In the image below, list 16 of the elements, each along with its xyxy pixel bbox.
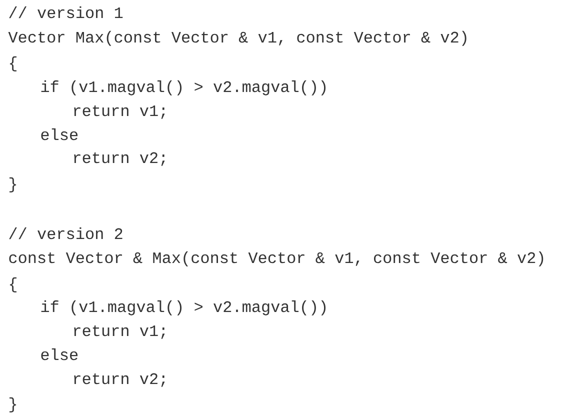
code-line: else [41,128,78,140]
code-line: if (v1.magval() > v2.magval()) [41,300,326,316]
code-line: return v2; [74,152,165,166]
code-line: return v2; [74,373,165,387]
code-line: } [10,177,16,192]
code-line: const Vector & Max(const Vector & v1, const Vector & v2) [9,251,544,266]
code-line: { [10,277,16,292]
code-line: return v1; [74,105,165,119]
code-comment: // version 2 [9,227,122,240]
code-line: return v1; [74,325,165,339]
code-line: } [10,397,16,412]
code-line: Vector Max(const Vector & v1, const Vector & v2) [8,30,466,46]
code-line: { [10,56,16,72]
code-line: else [41,348,78,360]
code-line: if (v1.magval() > v2.magval()) [41,80,326,96]
code-comment: // version 1 [9,6,123,18]
